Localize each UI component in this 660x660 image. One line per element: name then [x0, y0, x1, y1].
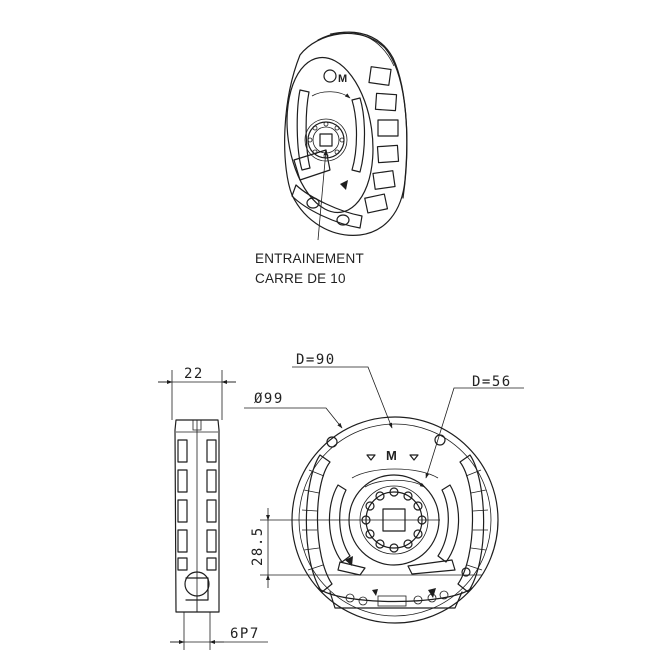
callout-line-2: CARRE DE 10 — [255, 271, 346, 286]
dim-d90: D=90 — [296, 352, 336, 368]
dim-d99: Ø99 — [254, 391, 284, 407]
hub-holes — [361, 487, 427, 553]
dim-width: 22 — [184, 366, 204, 382]
isometric-view: M — [284, 31, 408, 241]
side-ribs-left — [177, 439, 188, 571]
clip-details — [345, 567, 471, 607]
side-ribs-right — [206, 439, 217, 571]
front-marking: M — [386, 448, 397, 463]
callout-line-1: ENTRAINEMENT — [255, 251, 364, 266]
dim-offset: 28.5 — [250, 526, 266, 566]
rib-band-right — [457, 454, 485, 593]
dim-d56: D=56 — [472, 374, 512, 390]
iso-marking: M — [338, 73, 347, 85]
rib-band-left — [305, 454, 333, 593]
dim-fit: 6P7 — [230, 626, 260, 642]
side-view — [158, 370, 268, 650]
rib-group — [364, 66, 400, 214]
